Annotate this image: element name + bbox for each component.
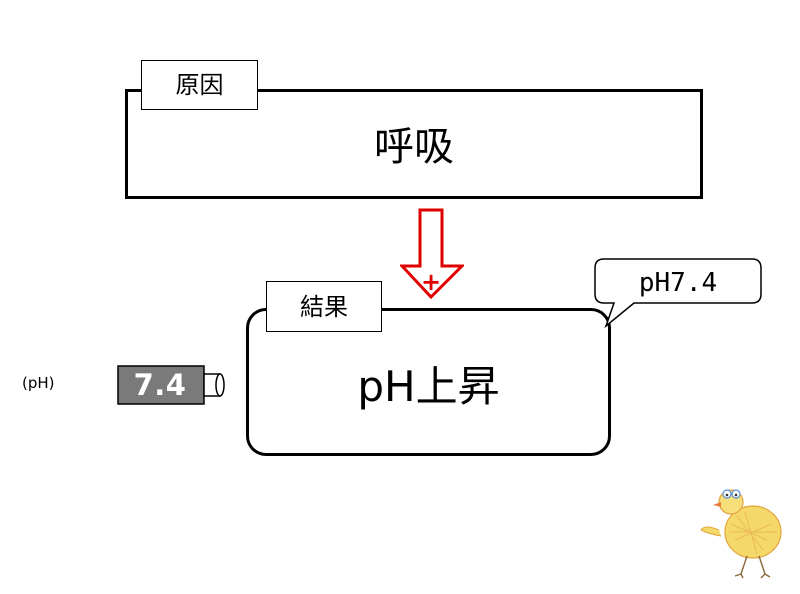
ph-meter-icon xyxy=(117,365,225,405)
callout-bubble xyxy=(594,258,762,329)
callout-text: pH7.4 xyxy=(638,268,718,298)
ph-label: (pH) xyxy=(22,374,55,392)
arrow-sign: + xyxy=(421,268,441,296)
result-box: pH上昇 xyxy=(246,308,611,456)
ph-meter-value: 7.4 xyxy=(133,368,187,402)
cause-tag: 原因 xyxy=(141,60,258,110)
result-tag: 結果 xyxy=(266,281,382,332)
down-arrow-icon: + xyxy=(400,208,464,300)
chick-icon xyxy=(700,489,782,579)
result-text: pH上昇 xyxy=(357,362,500,411)
cause-text: 呼吸 xyxy=(374,124,454,170)
